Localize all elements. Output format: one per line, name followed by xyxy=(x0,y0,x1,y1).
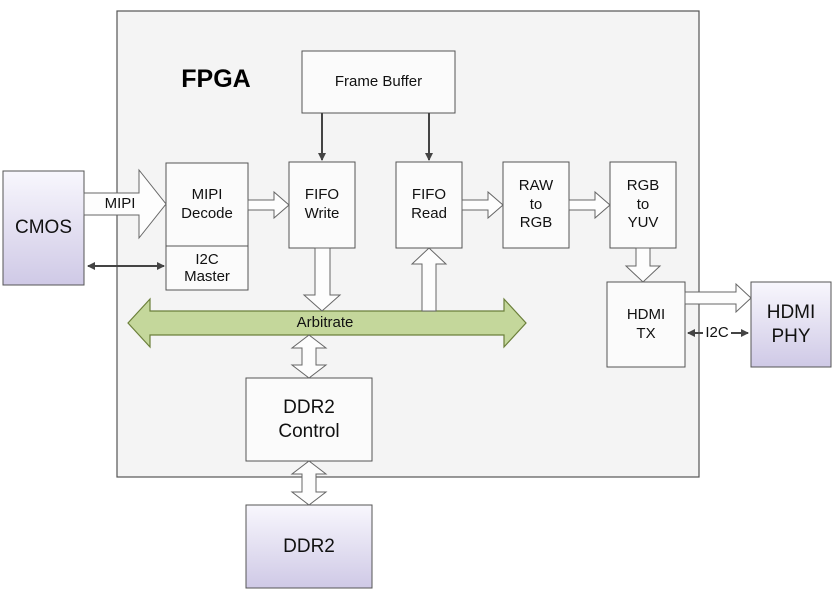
yuv-to-hdmi-tx-arrow xyxy=(624,247,662,283)
fifo-write-block xyxy=(288,161,356,249)
raw-to-rgb-block xyxy=(502,161,570,249)
fifo-read-block xyxy=(395,161,463,249)
mipi-decode-block xyxy=(165,162,249,247)
hdmi-tx-to-phy-arrow xyxy=(684,282,752,314)
fifo-write-to-bus-arrow xyxy=(302,247,342,312)
mipi-arrow xyxy=(83,168,167,240)
ddr2-control-ddr2-arrow xyxy=(290,460,328,506)
ddr2-control-block xyxy=(245,377,373,462)
hdmi-tx-block xyxy=(606,281,686,368)
frame-buffer-block xyxy=(301,50,456,114)
bus-to-fifo-read-arrow xyxy=(410,247,448,312)
mipi-to-fifo-write-arrow xyxy=(247,190,290,220)
ddr2-block xyxy=(245,504,373,589)
cmos-block xyxy=(2,170,85,286)
bus-ddr2-control-arrow xyxy=(290,334,328,379)
raw-to-rgb-yuv-arrow xyxy=(568,190,611,220)
i2c-master-block xyxy=(165,245,249,291)
fifo-read-to-raw-arrow xyxy=(461,190,504,220)
hdmi-phy-block xyxy=(750,281,832,368)
rgb-to-yuv-block xyxy=(609,161,677,249)
